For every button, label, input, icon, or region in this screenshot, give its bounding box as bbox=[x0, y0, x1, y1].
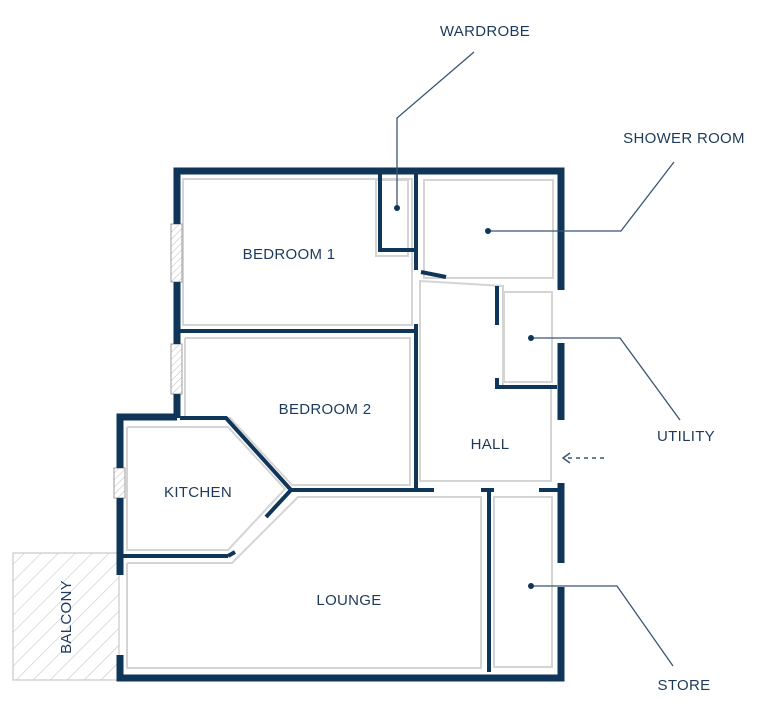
window-bedroom2 bbox=[170, 343, 183, 395]
interior-walls bbox=[120, 174, 561, 672]
balcony bbox=[12, 552, 120, 681]
entrance-arrow bbox=[561, 452, 606, 464]
window-bedroom1 bbox=[170, 223, 183, 283]
exterior-walls bbox=[116, 167, 565, 682]
room-label-kitchen: KITCHEN bbox=[164, 484, 232, 501]
room-label-hall: HALL bbox=[471, 436, 510, 453]
callout-label-utility: UTILITY bbox=[657, 428, 715, 445]
callout-leaders bbox=[394, 51, 681, 667]
room-label-balcony: BALCONY bbox=[58, 580, 75, 654]
room-label-bedroom2: BEDROOM 2 bbox=[279, 401, 372, 418]
callout-label-shower-room: SHOWER ROOM bbox=[623, 130, 745, 147]
window-kitchen bbox=[113, 467, 126, 499]
room-label-bedroom1: BEDROOM 1 bbox=[243, 246, 336, 263]
windows bbox=[113, 223, 183, 499]
room-label-lounge: LOUNGE bbox=[316, 592, 381, 609]
room-outlines bbox=[126, 178, 554, 669]
callout-label-store: STORE bbox=[658, 677, 711, 694]
callout-label-wardrobe: WARDROBE bbox=[440, 23, 530, 40]
